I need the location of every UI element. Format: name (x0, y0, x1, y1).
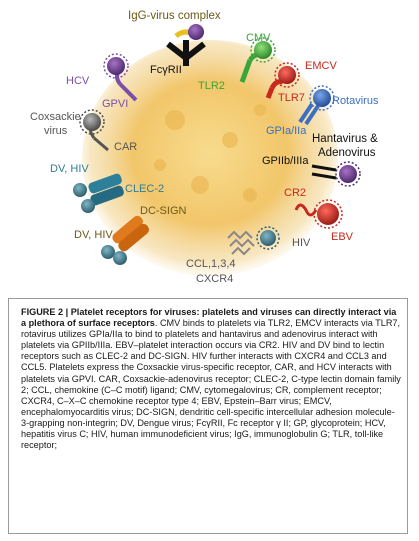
ccl-cxcr4-receptor-icon (227, 230, 255, 256)
platelet-granules (154, 104, 266, 202)
label-dv-hiv-bottom: DV, HIV (74, 229, 113, 241)
rotavirus-icon (309, 85, 335, 111)
dv-hiv-virus-icon-left (73, 183, 95, 213)
clec2-receptor-icon (88, 173, 124, 206)
label-car: CAR (114, 141, 137, 153)
hiv-virus-icon (256, 226, 280, 250)
label-adenovirus: Adenovirus (318, 147, 376, 159)
caption-title: FIGURE 2 | Platelet receptors for viruse… (21, 307, 397, 329)
caption-body: . CMV binds to platelets via TLR2, EMCV … (21, 318, 401, 451)
label-hantavirus: Hantavirus & (312, 133, 378, 145)
hantavirus-icon (335, 161, 361, 187)
label-gpvi: GPVI (102, 98, 128, 110)
igg-virus-icon (188, 24, 204, 40)
label-cmv: CMV (246, 32, 271, 44)
label-gpiib-iiia: GPIIb/IIIa (262, 155, 309, 167)
platelet-cell (82, 40, 338, 276)
gpiib-iiia-receptor-icon (311, 164, 337, 180)
dv-hiv-virus-icon-bottom (101, 245, 127, 265)
label-hiv: HIV (292, 237, 311, 249)
label-rotavirus: Rotavirus (332, 95, 379, 107)
label-cr2: CR2 (284, 187, 306, 199)
label-tlr2: TLR2 (198, 80, 225, 92)
label-dc-sign: DC-SIGN (140, 205, 187, 217)
label-tlr7: TLR7 (278, 92, 305, 104)
coxsackie-virus-icon (79, 109, 105, 135)
label-clec2: CLEC-2 (125, 183, 164, 195)
figure-caption: FIGURE 2 | Platelet receptors for viruse… (21, 307, 401, 451)
label-fcgrii: FcγRII (150, 64, 182, 76)
label-gpia-iia: GPIa/IIa (266, 125, 307, 137)
emcv-virus-icon (274, 62, 300, 88)
label-igg-virus-complex: IgG-virus complex (128, 10, 221, 22)
label-coxsackie: Coxsackie (30, 111, 81, 123)
label-emcv: EMCV (305, 60, 337, 72)
label-hcv: HCV (66, 75, 90, 87)
label-ccl: CCL,1,3,4 (186, 258, 236, 270)
platelet-virus-diagram: IgG-virus complex FcγRII CMV TLR2 EMCV T… (30, 10, 379, 285)
ebv-virus-icon (313, 199, 343, 229)
figure-caption-box: FIGURE 2 | Platelet receptors for viruse… (8, 298, 408, 534)
label-ebv: EBV (331, 231, 354, 243)
label-coxsackie-virus: virus (44, 125, 68, 137)
dcsign-receptor-icon (112, 215, 149, 252)
label-dv-hiv-left: DV, HIV (50, 163, 89, 175)
cr2-receptor-icon (294, 203, 318, 217)
hcv-virus-icon (103, 53, 129, 79)
label-cxcr4: CXCR4 (196, 273, 233, 285)
cmv-virus-icon (250, 37, 276, 63)
